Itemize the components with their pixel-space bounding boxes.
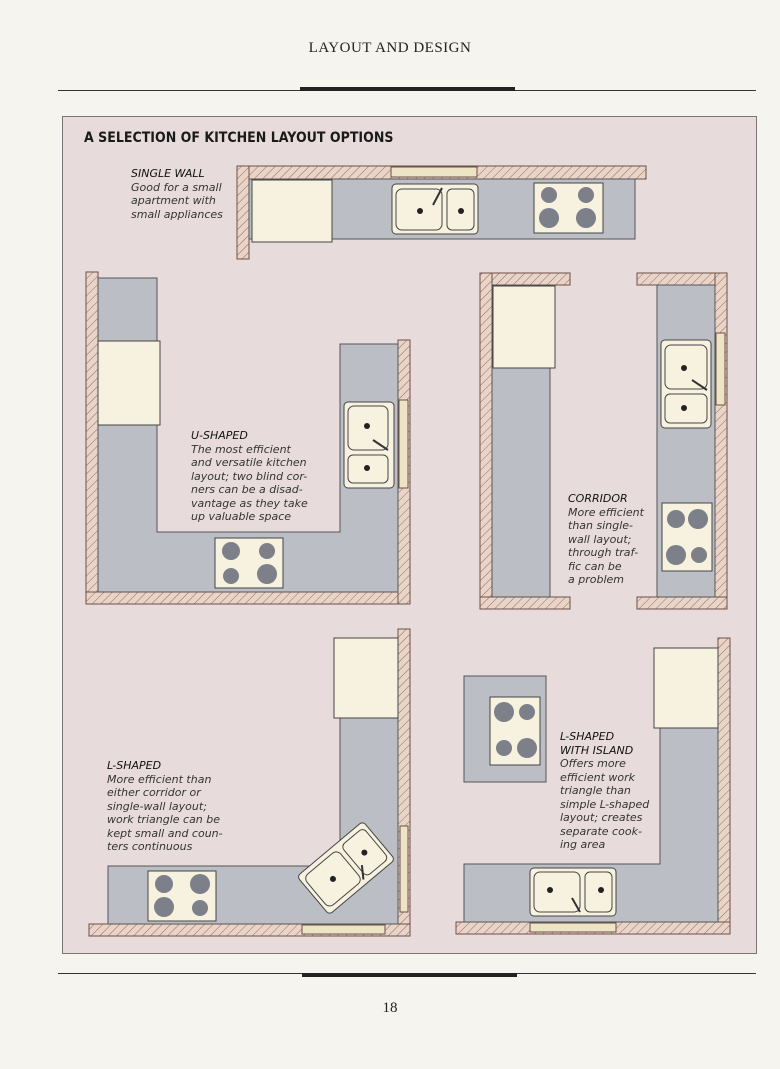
page-header: LAYOUT AND DESIGN [308, 40, 472, 56]
header-rule-accent [300, 87, 515, 91]
layout-description: ters continuous [107, 840, 193, 853]
layout-name: WITH ISLAND [560, 743, 634, 757]
refrigerator [653, 647, 719, 729]
l-shaped-plan [88, 628, 411, 937]
l-shaped-island-label: L-SHAPED WITH ISLAND Offers more efficie… [560, 730, 649, 852]
layout-description: through traf- [568, 546, 639, 559]
sink [343, 401, 395, 489]
layout-description: Offers more [560, 757, 626, 770]
layout-name: CORRIDOR [568, 492, 628, 505]
sink [660, 339, 712, 429]
layout-description: More efficient [568, 505, 644, 519]
sink [298, 822, 394, 914]
layout-description: separate cook- [560, 824, 642, 838]
layout-description: work triangle can be [107, 813, 221, 826]
layout-description: kept small and coun- [107, 826, 223, 840]
layout-description: efficient work [560, 770, 636, 784]
layout-description: More efficient than [107, 772, 212, 786]
wall [85, 591, 411, 605]
wall [479, 272, 571, 286]
wall [479, 596, 571, 610]
footer-rule-accent [302, 973, 517, 977]
wall [717, 637, 731, 935]
layout-description: The most efficient [191, 442, 291, 456]
wall [636, 596, 728, 610]
stove [214, 537, 284, 589]
layout-description: small appliances [131, 207, 223, 221]
stove [661, 502, 713, 572]
layout-description: ners can be a disad- [191, 483, 303, 496]
layout-description: either corridor or [107, 786, 201, 799]
wall [714, 272, 728, 610]
l-shaped-island-plan [455, 637, 731, 935]
window [529, 922, 617, 933]
layout-description: wall layout; [568, 532, 632, 546]
corridor-label: CORRIDOR More efficient than single- wal… [568, 492, 644, 587]
wall [236, 165, 250, 260]
layout-description: apartment with [131, 194, 216, 207]
window [390, 166, 478, 178]
sink [391, 183, 479, 235]
layout-description: layout; two blind cor- [191, 469, 308, 483]
u-shaped-plan [85, 271, 411, 605]
window [398, 399, 409, 489]
stove [489, 696, 541, 766]
stove [533, 182, 604, 234]
layout-description: single-wall layout; [107, 799, 207, 813]
layout-description: layout; creates [560, 811, 643, 824]
refrigerator [492, 285, 556, 369]
layout-name: SINGLE WALL [131, 167, 205, 180]
corridor-plan [479, 272, 728, 610]
layout-description: a problem [568, 573, 624, 586]
wall [479, 272, 493, 610]
refrigerator [251, 179, 333, 243]
page-number: 18 [382, 1000, 398, 1016]
layout-name: U-SHAPED [191, 429, 248, 442]
refrigerator [333, 637, 399, 719]
layout-description: fic can be [568, 559, 622, 573]
refrigerator [97, 340, 161, 426]
layout-description: ing area [560, 838, 606, 851]
layout-name: L-SHAPED [560, 730, 615, 743]
panel-title: A SELECTION OF KITCHEN LAYOUT OPTIONS [84, 130, 394, 146]
single-wall-label: SINGLE WALL Good for a small apartment w… [131, 167, 223, 221]
layout-description: than single- [568, 519, 634, 532]
wall [636, 272, 728, 286]
window [715, 332, 726, 406]
layout-description: triangle than [560, 784, 631, 797]
single-wall-plan [236, 165, 647, 260]
window [399, 825, 409, 913]
layout-description: vantage as they take [191, 496, 308, 510]
layout-name: L-SHAPED [107, 759, 162, 772]
layout-description: simple L-shaped [560, 797, 650, 811]
layout-description: Good for a small [131, 180, 222, 194]
layout-description: and versatile kitchen [191, 456, 307, 469]
stove [147, 870, 217, 922]
u-shaped-label: U-SHAPED The most efficient and versatil… [191, 429, 308, 524]
l-shaped-label: L-SHAPED More efficient than either corr… [107, 759, 223, 854]
layout-description: up valuable space [191, 510, 292, 523]
sink [529, 867, 617, 917]
wall [85, 271, 99, 605]
window [301, 924, 386, 935]
